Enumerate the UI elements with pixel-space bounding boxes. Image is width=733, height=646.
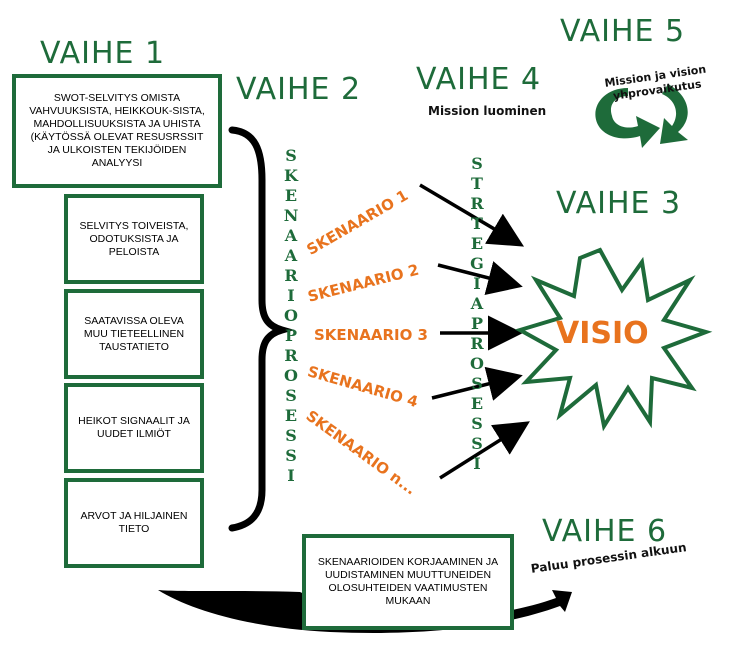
curly-brace	[228, 126, 295, 532]
vertical-letter: I	[473, 454, 481, 473]
vertical-letter: S	[471, 374, 483, 393]
signals-box: HEIKOT SIGNAALIT JA UUDET ILMIÖT	[64, 383, 204, 473]
phase-1-title: VAIHE 1	[40, 36, 166, 71]
vertical-letter: S	[471, 154, 483, 173]
vision-label: VISIO	[556, 316, 649, 351]
vertical-letter: E	[284, 186, 298, 205]
mission-caption: Mission luominen	[428, 104, 547, 118]
vertical-letter: E	[470, 234, 484, 253]
vertical-letter: P	[284, 326, 298, 345]
vision-star	[514, 247, 713, 432]
vertical-letter: A	[284, 246, 298, 265]
vertical-letter: K	[284, 166, 298, 185]
vertical-letter: A	[284, 226, 298, 245]
arrow-scenario-n	[439, 421, 530, 480]
vertical-letter: R	[284, 346, 298, 365]
vertical-letter: E	[284, 406, 298, 425]
cycle-arrow-left	[595, 88, 660, 148]
vertical-letter: R	[470, 334, 484, 353]
phase-4-title: VAIHE 4	[416, 62, 542, 97]
phase-5-title: VAIHE 5	[560, 14, 686, 49]
arrow-scenario-4	[431, 366, 523, 401]
vertical-letter: S	[285, 386, 297, 405]
vertical-letter: R	[284, 266, 298, 285]
scenario-3-label: SKENAARIO 3	[314, 326, 428, 344]
vertical-letter: A	[470, 294, 484, 313]
arrow-scenario-2	[437, 261, 523, 295]
vertical-letter: E	[470, 394, 484, 413]
phase-6-title: VAIHE 6	[542, 514, 668, 549]
wishes-box: SELVITYS TOIVEISTA, ODOTUKSISTA JA PELOI…	[64, 194, 204, 284]
vertical-letter: S	[471, 414, 483, 433]
phase-3-title: VAIHE 3	[556, 186, 682, 221]
vertical-letter: P	[470, 314, 484, 333]
vertical-letter: I	[287, 286, 295, 305]
vertical-letter: O	[284, 366, 298, 385]
correction-box: SKENAARIOIDEN KORJAAMINEN JA UUDISTAMINE…	[302, 534, 514, 630]
vertical-letter: R	[470, 194, 484, 213]
phase-2-title: VAIHE 2	[236, 72, 362, 107]
vertical-letter: S	[285, 426, 297, 445]
vertical-letter: G	[470, 254, 484, 273]
values-box: ARVOT JA HILJAINEN TIETO	[64, 478, 204, 568]
vertical-letter: S	[471, 434, 483, 453]
vertical-letter: N	[283, 206, 299, 225]
cycle-arrow-right	[660, 84, 688, 144]
vertical-letter: T	[471, 214, 483, 233]
vertical-letter: S	[285, 446, 297, 465]
vertical-letter: T	[471, 174, 483, 193]
vertical-letter: S	[285, 146, 297, 165]
swot-box: SWOT-SELVITYS OMISTA VAHVUUKSISTA, HEIKK…	[12, 74, 222, 188]
vertical-letter: O	[470, 354, 484, 373]
arrow-scenario-1	[419, 183, 525, 247]
vertical-letter: I	[473, 274, 481, 293]
background-box: SAATAVISSA OLEVA MUU TIETEELLINEN TAUSTA…	[64, 289, 204, 379]
vertical-letter: I	[287, 466, 295, 485]
vertical-letter: O	[284, 306, 298, 325]
